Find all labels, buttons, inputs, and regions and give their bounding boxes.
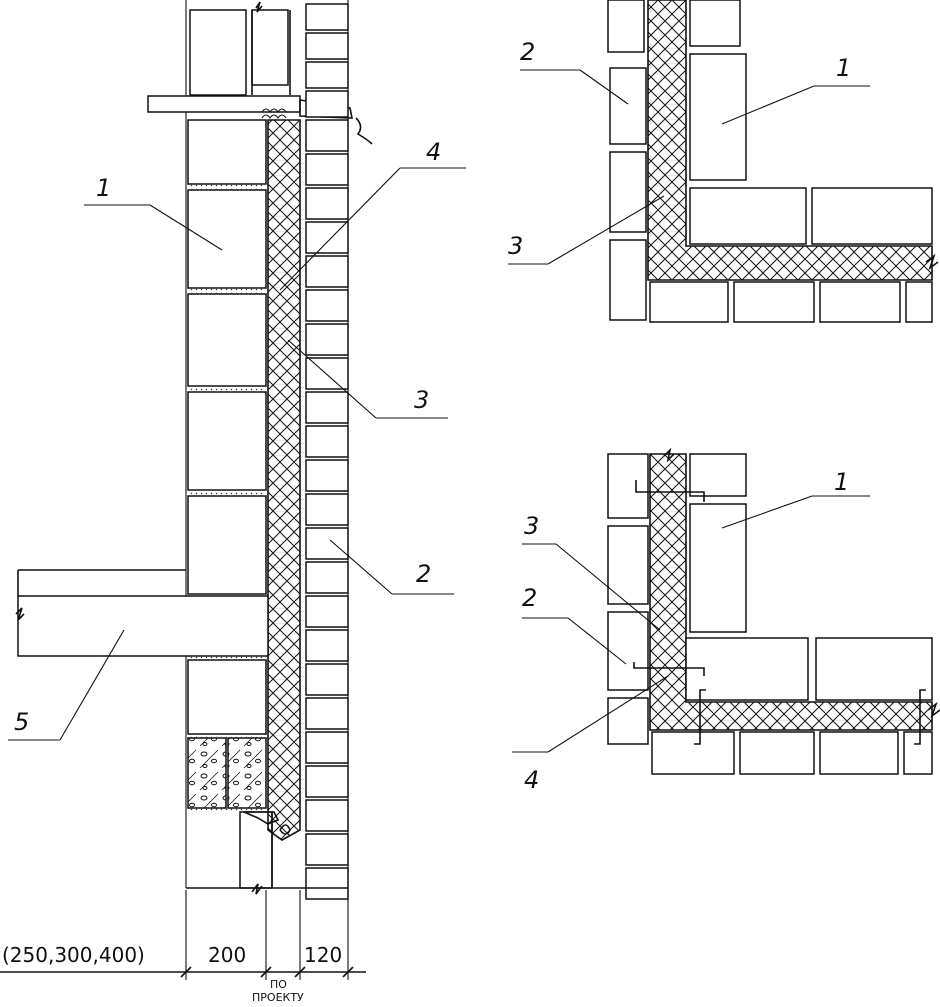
facing-brick — [305, 527, 349, 560]
facing-brick — [305, 697, 349, 730]
facing-brick — [305, 629, 349, 662]
dim-inner-options: (250,300,400) — [2, 943, 145, 967]
plan-detail-top: 2 1 3 — [508, 0, 939, 323]
dim-insulation: 200 — [208, 943, 246, 967]
facing-brick — [305, 867, 349, 900]
facing-brick — [305, 61, 349, 89]
facing-brick — [305, 663, 349, 696]
facing-brick — [305, 255, 349, 288]
facing-brick — [305, 595, 349, 628]
facing-brick — [305, 153, 349, 186]
facing-brick — [305, 765, 349, 798]
label-1-left: 1 — [96, 174, 111, 202]
facing-brick — [305, 425, 349, 458]
facing-brick — [305, 90, 349, 118]
facing-brick — [305, 493, 349, 526]
dimension-texts: (250,300,400) 200 120 ПО ПРОЕКТУ — [2, 943, 342, 1004]
facing-brick — [305, 289, 349, 322]
facing-brick — [305, 323, 349, 356]
labels-left: 1 4 3 2 5 — [8, 138, 466, 741]
facing-brick — [305, 391, 349, 424]
label-1-bottom: 1 — [834, 468, 849, 496]
label-3-left: 3 — [414, 386, 429, 414]
facing-brick — [305, 799, 349, 832]
label-4-left: 4 — [426, 138, 441, 166]
facing-brick — [305, 221, 349, 254]
facing-brick-column — [305, 3, 349, 900]
label-4-bottom: 4 — [524, 766, 539, 794]
label-3-bottom: 3 — [524, 512, 539, 540]
vertical-wall-section — [0, 0, 373, 980]
facing-brick — [305, 459, 349, 492]
facing-brick — [305, 731, 349, 764]
dim-facing: 120 — [304, 943, 342, 967]
facing-brick — [305, 119, 349, 152]
facing-brick — [305, 32, 349, 60]
plan-detail-bottom: 3 2 1 4 — [512, 447, 940, 794]
facing-brick — [305, 357, 349, 390]
label-2-bottom: 2 — [522, 584, 537, 612]
label-5: 5 — [14, 708, 29, 736]
label-3-top: 3 — [508, 232, 523, 260]
facing-brick — [305, 561, 349, 594]
facing-brick — [305, 3, 349, 31]
label-2-top: 2 — [520, 38, 535, 66]
dim-note-line1: ПО — [270, 978, 287, 991]
label-1-top: 1 — [836, 54, 851, 82]
label-2-left: 2 — [416, 560, 431, 588]
facing-brick — [305, 187, 349, 220]
facing-brick — [305, 833, 349, 866]
dim-note-line2: ПРОЕКТУ — [252, 991, 304, 1004]
